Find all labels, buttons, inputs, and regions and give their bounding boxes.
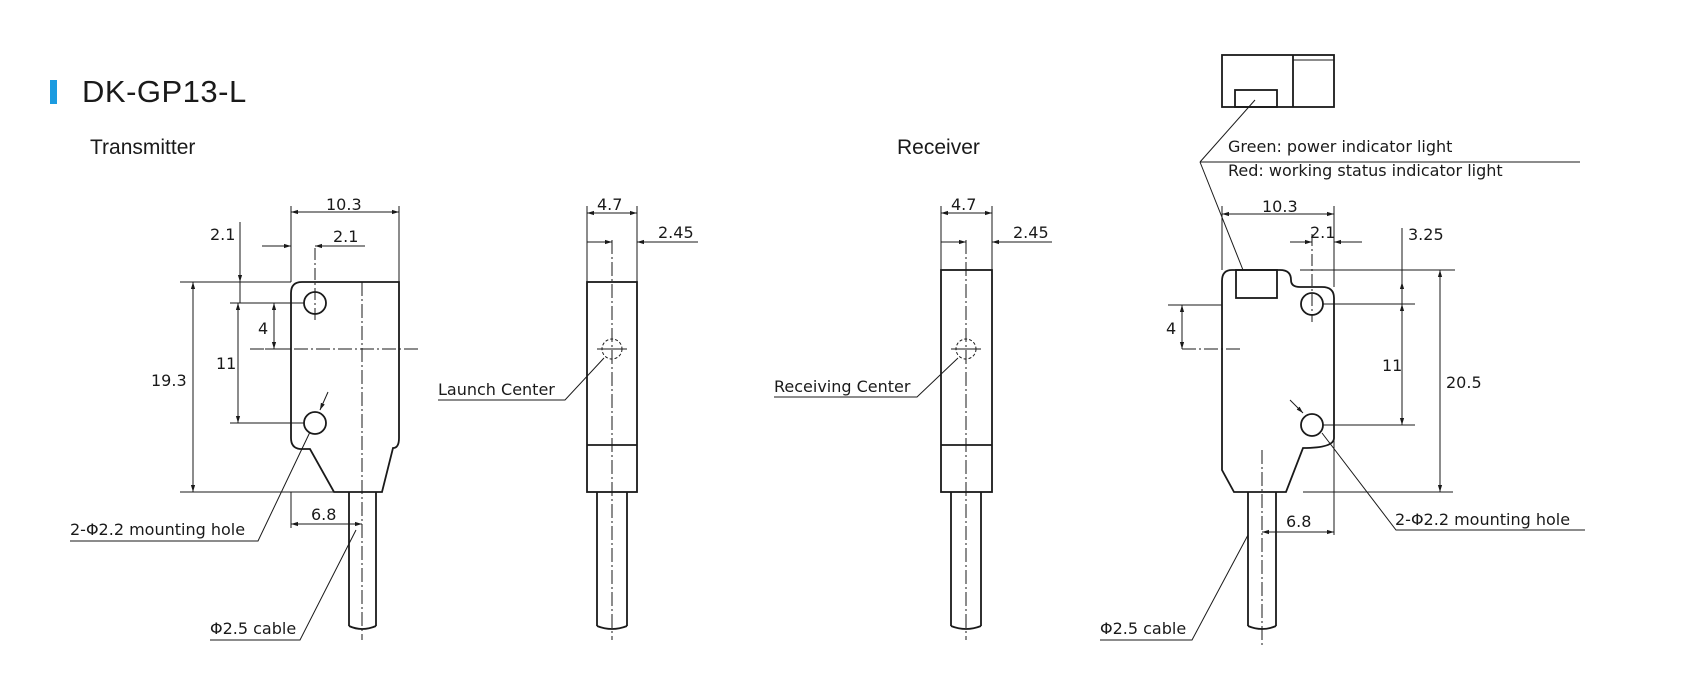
receiving-center-label: Receiving Center <box>774 377 911 396</box>
rx-dim-hole-spacing: 11 <box>1382 356 1402 375</box>
receiver-front-view <box>1100 54 1585 645</box>
rx-side-dim-depth: 2.45 <box>1013 223 1049 242</box>
transmitter-bottom-hole <box>303 411 327 435</box>
transmitter-side-view <box>438 206 698 640</box>
indicator-light <box>1235 269 1278 299</box>
rx-side-dim-width: 4.7 <box>951 195 976 214</box>
rx-dim-height: 20.5 <box>1446 373 1482 392</box>
rx-indicator-red-label: Red: working status indicator light <box>1228 161 1503 180</box>
receiver-side-view <box>774 206 1052 640</box>
tx-dim-hole-top: 2.1 <box>210 225 235 244</box>
tx-dim-height: 19.3 <box>151 371 187 390</box>
receiver-bottom-hole <box>1300 413 1324 437</box>
tx-mounting-hole-label: 2-Φ2.2 mounting hole <box>70 520 245 539</box>
tx-dim-hole-side: 2.1 <box>333 227 358 246</box>
rx-cable-label: Φ2.5 cable <box>1100 619 1186 638</box>
title-accent-bar <box>50 80 57 104</box>
tx-dim-center-offset: 4 <box>258 319 268 338</box>
rx-mounting-hole-label: 2-Φ2.2 mounting hole <box>1395 510 1570 529</box>
rx-dim-hole-side: 2.1 <box>1310 223 1335 242</box>
receiver-body-outline <box>1221 269 1335 493</box>
launch-center-label: Launch Center <box>438 380 555 399</box>
transmitter-body-outline <box>290 281 400 493</box>
tx-side-dim-depth: 2.45 <box>658 223 694 242</box>
transmitter-front-view <box>70 206 418 641</box>
rx-dim-center-offset: 4 <box>1166 319 1176 338</box>
rx-indicator-green-label: Green: power indicator light <box>1228 137 1452 156</box>
tx-side-dim-width: 4.7 <box>597 195 622 214</box>
indicator-top-view <box>1221 54 1335 108</box>
tx-dim-hole-spacing: 11 <box>216 354 236 373</box>
receiver-label: Receiver <box>897 136 980 159</box>
rx-dim-top-offset: 3.25 <box>1408 225 1444 244</box>
rx-dim-width: 10.3 <box>1262 197 1298 216</box>
page-title: DK-GP13-L <box>82 74 247 109</box>
tx-cable-label: Φ2.5 cable <box>210 619 296 638</box>
transmitter-label: Transmitter <box>90 136 196 159</box>
rx-dim-cable-offset: 6.8 <box>1286 512 1311 531</box>
tx-dim-cable-offset: 6.8 <box>311 505 336 524</box>
tx-dim-width: 10.3 <box>326 195 362 214</box>
